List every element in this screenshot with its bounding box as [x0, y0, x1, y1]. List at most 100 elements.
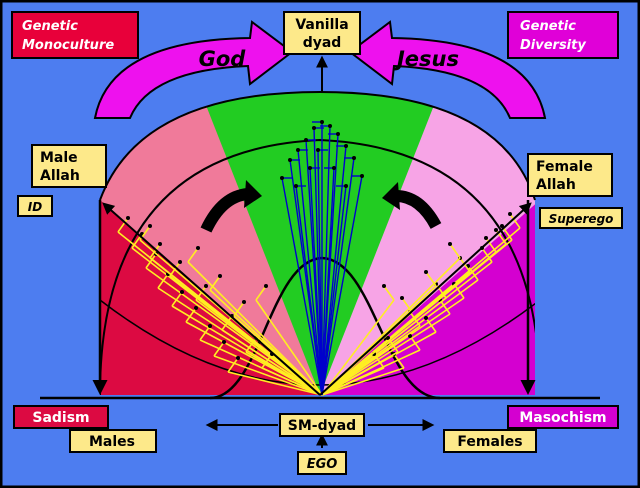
fan-dot-left — [264, 284, 268, 288]
jesus-label: Jesus — [393, 47, 459, 71]
dome-outline — [99, 90, 536, 201]
fan-dot-left — [158, 242, 162, 246]
fan-dot-right — [408, 334, 412, 338]
yellow-bracket-left — [185, 307, 197, 323]
yellow-bracket-left — [233, 301, 245, 317]
blue-line — [321, 175, 363, 396]
yellow-bracket-right — [383, 285, 395, 301]
fan-dot-right — [424, 316, 428, 320]
blue-line — [297, 149, 323, 396]
vanilla-dyad-line2: dyad — [303, 35, 342, 51]
fan-dot-left — [126, 216, 130, 220]
genetic-monoculture-line2: Monoculture — [22, 38, 114, 53]
blue-line — [321, 157, 355, 396]
yellow-line-right — [321, 239, 513, 396]
blue-line — [321, 145, 347, 396]
blue-line — [321, 167, 335, 396]
yellow-bracket-right — [449, 243, 461, 259]
fan-dot-left — [180, 290, 184, 294]
blue-line — [321, 125, 331, 396]
yellow-bracket-right — [459, 257, 471, 273]
genetic-diversity-line1: Genetic — [520, 19, 576, 34]
fan-dot-left — [208, 324, 212, 328]
jesus-arrow-icon — [348, 20, 547, 119]
yellow-bracket-left — [245, 337, 257, 353]
sadism-label: Sadism — [32, 410, 89, 426]
arrow-to-male-allah — [102, 202, 321, 396]
fan-dot-right — [386, 336, 390, 340]
female-allah-line2: Allah — [536, 177, 576, 193]
blue-dot — [320, 120, 324, 124]
blue-dot — [352, 156, 356, 160]
blue-dot — [312, 126, 316, 130]
fan-dot-right — [424, 270, 428, 274]
males-box — [69, 429, 157, 453]
ego-box — [297, 451, 347, 475]
yellow-bracket-left — [261, 353, 273, 369]
blue-line — [295, 185, 323, 396]
blue-line — [321, 185, 347, 396]
blue-dot — [304, 138, 308, 142]
blue-dot — [328, 124, 332, 128]
yellow-bracket-right — [393, 353, 405, 369]
fan-dot-left — [236, 356, 240, 360]
yellow-bracket-left — [255, 285, 267, 301]
yellow-line-left — [187, 261, 323, 396]
yellow-line-right — [321, 367, 405, 396]
id-label: ID — [28, 200, 42, 214]
sadism-box — [13, 405, 109, 429]
fan-dot-left — [222, 340, 226, 344]
blue-dot — [360, 174, 364, 178]
superego-box — [539, 207, 623, 229]
fan-dot-right — [382, 284, 386, 288]
blue-dot — [280, 176, 284, 180]
yellow-line-left — [255, 299, 323, 396]
curved-arrow-left-head — [244, 180, 262, 208]
yellow-line-left — [213, 355, 323, 396]
fan-dot-right — [500, 224, 504, 228]
females-box — [443, 429, 537, 453]
yellow-bracket-left — [187, 247, 199, 263]
male-allah-line1: Male — [40, 150, 78, 166]
blue-dot — [308, 166, 312, 170]
female-allah-line1: Female — [536, 159, 593, 175]
genetic-monoculture-box — [11, 11, 139, 59]
blue-dot — [336, 132, 340, 136]
yellow-bracket-right — [509, 213, 521, 229]
yellow-line-left — [261, 367, 323, 396]
genetic-diversity-line2: Diversity — [520, 38, 586, 53]
curved-arrow-right-icon — [395, 190, 442, 229]
yellow-bracket-left — [221, 315, 233, 331]
yellow-bracket-right — [467, 265, 479, 281]
blue-line — [309, 167, 323, 396]
yellow-bracket-right — [373, 353, 385, 369]
yellow-bracket-left — [209, 275, 221, 291]
yellow-bracket-left — [117, 217, 129, 233]
fan-dot-right — [400, 296, 404, 300]
yellow-bracket-left — [145, 253, 157, 269]
fan-dot-right — [494, 228, 498, 232]
male-allah-line2: Allah — [40, 168, 80, 184]
fan-dot-left — [194, 306, 198, 310]
fan-dot-left — [178, 260, 182, 264]
fan-dot-left — [242, 300, 246, 304]
blue-dot — [332, 166, 336, 170]
god-arrow-icon — [93, 20, 294, 119]
males-label: Males — [89, 434, 135, 450]
yellow-line-right — [321, 325, 421, 396]
god-label: God — [199, 47, 247, 71]
masochism-label: Masochism — [519, 410, 606, 426]
yellow-bracket-right — [425, 317, 437, 333]
fan-dot-left — [218, 274, 222, 278]
fan-dot-left — [148, 224, 152, 228]
yellow-line-right — [321, 351, 399, 396]
blue-line — [281, 177, 323, 396]
yellow-bracket-left — [199, 325, 211, 341]
yellow-bracket-right — [409, 335, 421, 351]
blue-dot — [294, 184, 298, 188]
blue-dot — [344, 144, 348, 148]
curved-arrow-right-head — [382, 182, 400, 210]
blue-dot — [296, 148, 300, 152]
male-allah-box — [31, 144, 107, 188]
